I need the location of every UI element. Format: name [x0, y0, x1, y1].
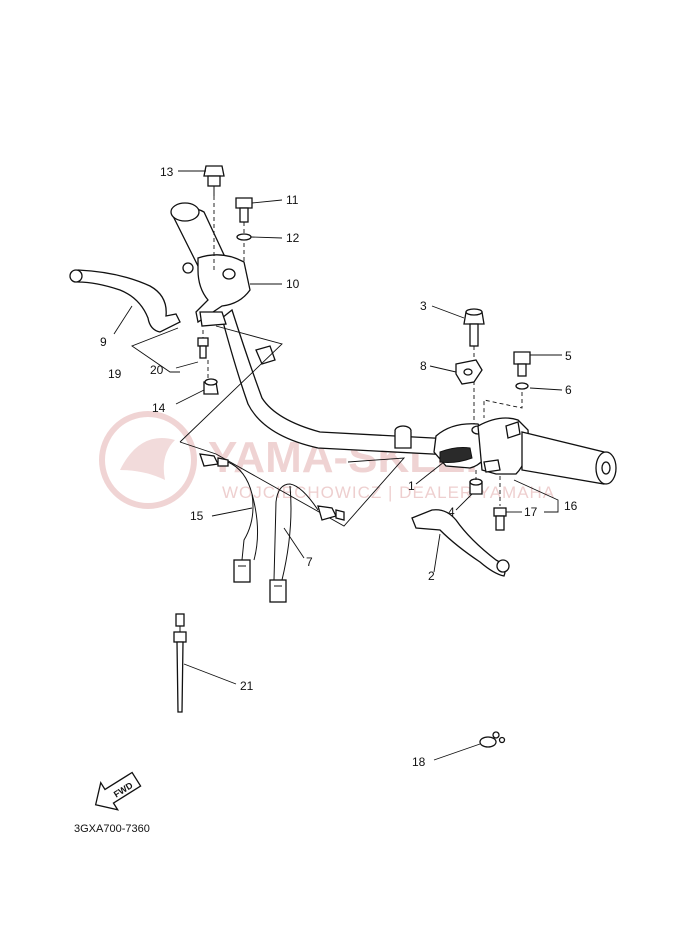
callout-8: 8 — [420, 359, 427, 373]
leader-lines — [113, 170, 563, 761]
brake-lever — [411, 509, 510, 577]
callout-19: 19 — [108, 367, 122, 381]
callout-6: 6 — [565, 383, 572, 397]
wire-lead-7 — [269, 483, 345, 603]
ring-18 — [479, 731, 506, 748]
watermark-logo — [99, 411, 197, 509]
callout-17: 17 — [524, 505, 538, 519]
bolt-20 — [197, 330, 209, 359]
callout-16: 16 — [564, 499, 578, 513]
handlebar-switch-right — [477, 417, 529, 475]
bolt-11 — [235, 197, 253, 262]
right-grip — [521, 431, 617, 485]
clutch-lever — [69, 269, 181, 333]
nut-4 — [469, 470, 483, 495]
reference-line-left — [179, 325, 283, 443]
callout-18: 18 — [412, 755, 426, 769]
callout-13: 13 — [160, 165, 174, 179]
callout-9: 9 — [100, 335, 107, 349]
callout-20: 20 — [150, 363, 164, 377]
fwd-arrow-icon: FWD — [94, 771, 142, 811]
callout-11: 11 — [286, 193, 299, 207]
callout-12: 12 — [286, 231, 300, 245]
washer-12 — [236, 233, 252, 241]
cable-tie-21 — [173, 613, 187, 713]
callout-2: 2 — [428, 569, 435, 583]
callout-21: 21 — [240, 679, 254, 693]
callout-3: 3 — [420, 299, 427, 313]
brake-switch-8 — [455, 359, 483, 385]
callout-7: 7 — [306, 555, 313, 569]
drawing-code: 3GXA700-7360 — [74, 823, 150, 835]
callout-5: 5 — [565, 349, 572, 363]
callout-15: 15 — [190, 509, 204, 523]
callout-14: 14 — [152, 401, 166, 415]
handlebar — [221, 308, 471, 457]
reference-line-wire — [179, 441, 406, 527]
callout-10: 10 — [286, 277, 300, 291]
callout-1: 1 — [408, 479, 415, 493]
callout-4: 4 — [448, 505, 455, 519]
nut-14 — [203, 360, 219, 395]
bolt-13 — [203, 165, 225, 270]
bolt-3 — [463, 308, 485, 424]
clutch-lever-holder — [182, 254, 251, 327]
washer-6 — [483, 382, 529, 418]
callout-numbers: 13 11 12 10 9 19 20 14 3 8 5 6 1 4 17 16… — [100, 165, 578, 769]
bracket-19 — [131, 327, 180, 373]
bolt-5 — [513, 351, 531, 377]
wire-lead-15 — [199, 453, 259, 583]
